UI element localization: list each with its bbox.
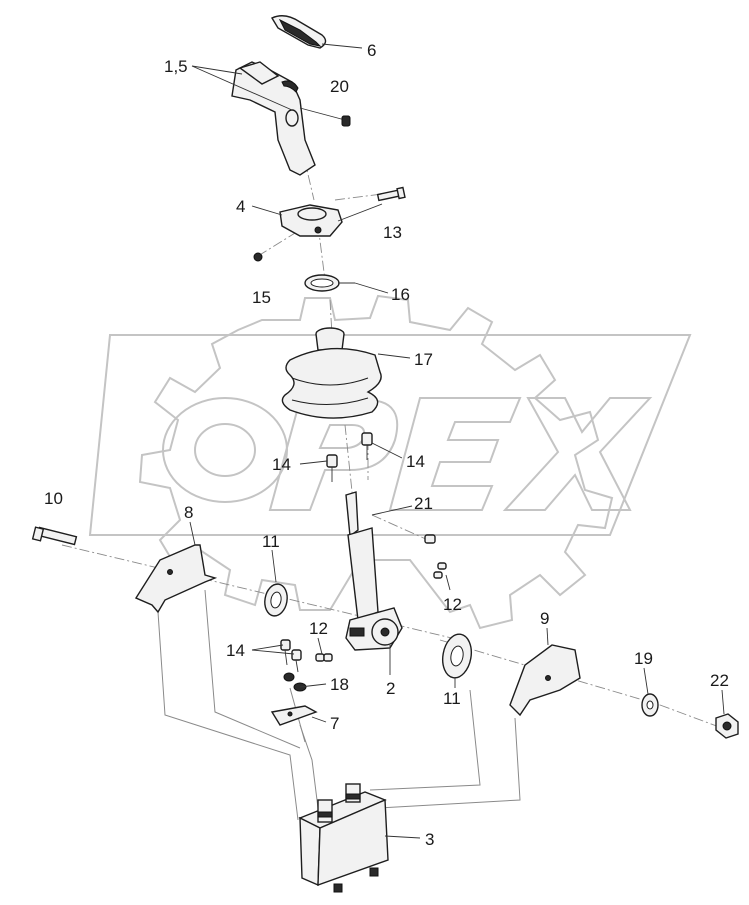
label-part-21: 21 <box>414 494 433 513</box>
part-14-cap-screws-lower <box>280 639 302 673</box>
watermark-gear-inner <box>88 334 692 536</box>
label-part-4: 4 <box>236 197 245 216</box>
label-part-14-upper-left: 14 <box>272 455 291 474</box>
part-19-washer <box>641 693 659 717</box>
part-3-switch-block <box>298 783 389 893</box>
label-part-7: 7 <box>330 714 339 733</box>
part-18-nuts <box>283 672 307 692</box>
part-14-cap-screws-upper <box>326 432 373 482</box>
label-part-12-left: 12 <box>309 619 328 638</box>
part-6-handle-cap <box>270 15 327 49</box>
label-part-18: 18 <box>330 675 349 694</box>
label-leaders <box>189 43 725 839</box>
part-13-bolt <box>376 186 406 202</box>
part-15-nut <box>253 252 263 262</box>
label-part-8: 8 <box>184 503 193 522</box>
part-11-washer-right <box>441 633 473 679</box>
watermark-gear-outline <box>138 294 614 630</box>
label-part-11-right: 11 <box>443 689 461 708</box>
label-part-19: 19 <box>634 649 653 668</box>
part-12-small-pins <box>315 562 447 662</box>
part-11-washer-left <box>264 583 288 617</box>
watermark-letter-x <box>502 397 653 511</box>
label-part-14-lower: 14 <box>226 641 245 660</box>
part-21-screw <box>424 534 436 544</box>
label-part-6: 6 <box>367 41 376 60</box>
part-17-rubber-boot <box>281 327 382 419</box>
part-20-screw <box>299 107 351 127</box>
part-7-plate <box>270 705 318 726</box>
label-part-14-upper-right: 14 <box>406 452 425 471</box>
part-22-hex-nut <box>715 713 739 739</box>
label-part-12-right: 12 <box>443 595 462 614</box>
label-part-2: 2 <box>386 679 395 698</box>
part-10-long-bolt <box>31 526 78 546</box>
part-9-right-bracket <box>509 644 581 717</box>
part-2-lever-shaft-assembly <box>345 491 403 651</box>
label-part-1-5: 1,5 <box>164 57 188 76</box>
label-part-17: 17 <box>414 350 433 369</box>
part-16-spring-clip <box>304 274 355 292</box>
label-part-22: 22 <box>710 671 729 690</box>
label-part-15: 15 <box>252 288 271 307</box>
watermark-letter-e <box>388 397 522 511</box>
part-4-clamp-collar <box>279 204 343 237</box>
connection-wires <box>157 589 521 821</box>
label-part-10: 10 <box>44 489 63 508</box>
watermark-letter-o <box>162 397 288 503</box>
label-part-3: 3 <box>425 830 434 849</box>
label-part-13: 13 <box>383 223 402 242</box>
label-part-16: 16 <box>391 285 410 304</box>
part-8-left-bracket <box>134 544 218 614</box>
part-1-5-handle-grip <box>231 61 316 176</box>
part-labels: 1,5 6 20 4 13 15 16 17 14 14 10 21 8 11 … <box>44 41 729 849</box>
label-part-20: 20 <box>330 77 349 96</box>
label-part-9: 9 <box>540 609 549 628</box>
label-part-11-left: 11 <box>262 532 280 551</box>
